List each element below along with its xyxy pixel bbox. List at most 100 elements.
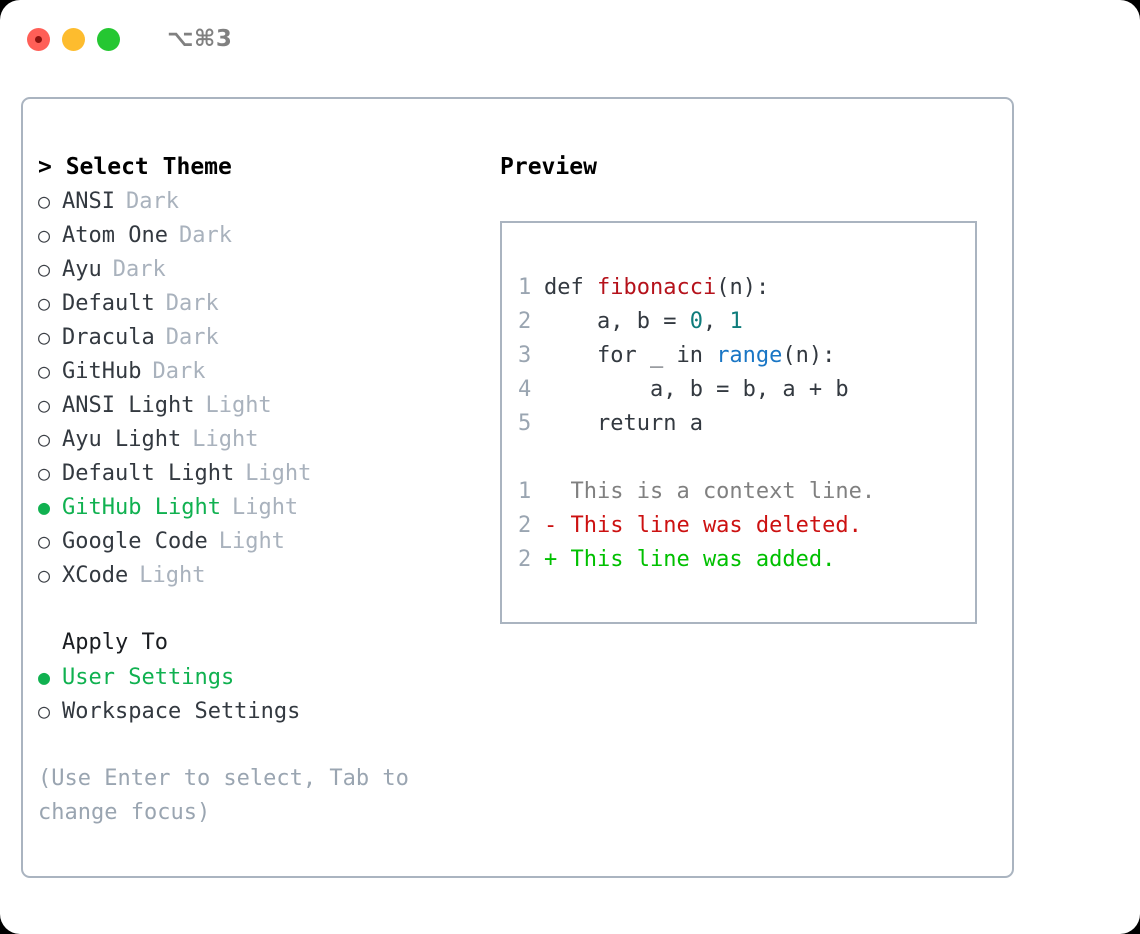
- apply-to-list[interactable]: ● User Settings ○Workspace Settings: [38, 660, 483, 728]
- code-line: 5 return a: [518, 407, 967, 441]
- diff-line-number: 2: [518, 547, 532, 572]
- code-line-text: a, b = b, a + b: [544, 373, 849, 407]
- title-bar: ⌥⌘3: [0, 0, 1140, 78]
- theme-variant-label: Light: [245, 461, 312, 486]
- code-token-plain: (n):: [716, 275, 770, 300]
- code-token-plain: ,: [702, 309, 730, 334]
- code-token-plain: (n):: [782, 343, 836, 368]
- theme-variant-label: Light: [192, 427, 259, 452]
- theme-name: ANSI: [62, 189, 115, 214]
- keyboard-hint-text: (Use Enter to select, Tab to change focu…: [38, 766, 409, 825]
- theme-variant-label: Dark: [178, 223, 232, 248]
- theme-variant-label: Dark: [165, 325, 219, 350]
- code-line: 1 def fibonacci(n):: [518, 271, 967, 305]
- theme-name: Google Code: [62, 529, 208, 554]
- radio-selected-icon: ●: [38, 665, 51, 689]
- code-line-text: return a: [544, 407, 703, 441]
- theme-name: Ayu: [62, 257, 102, 282]
- theme-list-item[interactable]: ● GitHub Light Light: [38, 490, 483, 524]
- list-spacer: [38, 592, 483, 626]
- theme-variant-label: Dark: [125, 189, 179, 214]
- theme-variant-label: Light: [139, 563, 206, 588]
- diff-line: 2 + This line was added.: [518, 543, 967, 577]
- radio-unselected-icon: ○: [38, 393, 51, 417]
- diff-line-text-context: This is a context line.: [544, 479, 876, 504]
- code-token-plain: for _ in: [544, 343, 717, 368]
- theme-name: ANSI Light: [62, 393, 195, 418]
- theme-variant-label: Light: [218, 529, 285, 554]
- diff-line: 1 This is a context line.: [518, 475, 967, 509]
- code-token-plain: a, b = b, a + b: [544, 377, 849, 402]
- code-line-text: def fibonacci(n):: [544, 271, 769, 305]
- theme-name: GitHub Light: [62, 495, 221, 520]
- diff-line-number: 1: [518, 479, 532, 504]
- diff-line-number: 2: [518, 513, 532, 538]
- apply-to-option[interactable]: ● User Settings: [38, 660, 483, 694]
- apply-to-option[interactable]: ○Workspace Settings: [38, 694, 483, 728]
- apply-to-option-label: Workspace Settings: [62, 699, 301, 724]
- traffic-lights: [27, 27, 120, 51]
- code-token-plain: def: [544, 275, 597, 300]
- theme-variant-label: Light: [231, 495, 299, 520]
- code-line-text: a, b = 0, 1: [544, 305, 743, 339]
- theme-name: GitHub: [62, 359, 142, 384]
- theme-name: XCode: [62, 563, 129, 588]
- radio-unselected-icon: ○: [38, 461, 51, 485]
- diff-line-text-del: - This line was deleted.: [544, 513, 862, 538]
- theme-variant-label: Dark: [112, 257, 166, 282]
- code-line-number: 5: [518, 411, 532, 436]
- theme-variant-label: Dark: [165, 291, 219, 316]
- diff-sample: 1 This is a context line. 2 - This line wa…: [518, 475, 967, 577]
- code-line: 3 for _ in range(n):: [518, 339, 967, 373]
- theme-name: Ayu Light: [62, 427, 182, 452]
- code-token-num: 0: [689, 309, 703, 334]
- radio-unselected-icon: ○: [38, 529, 51, 553]
- code-token-num: 1: [729, 309, 743, 334]
- radio-unselected-icon: ○: [38, 223, 51, 247]
- theme-list-item[interactable]: ○ ANSI Dark: [38, 184, 483, 218]
- theme-list-item[interactable]: ○ Ayu Light Light: [38, 422, 483, 456]
- radio-unselected-icon: ○: [38, 563, 51, 587]
- code-line-number: 2: [518, 309, 532, 334]
- apply-to-option-label: User Settings: [62, 665, 235, 690]
- maximize-button[interactable]: [97, 27, 120, 51]
- theme-variant-label: Dark: [152, 359, 206, 384]
- theme-list-item[interactable]: ○ XCode Light: [38, 558, 483, 592]
- radio-unselected-icon: ○: [38, 427, 51, 451]
- code-token-plain: return a: [544, 411, 703, 436]
- keyboard-shortcut-label: ⌥⌘3: [167, 26, 233, 52]
- theme-list-item[interactable]: ○ Default Light Light: [38, 456, 483, 490]
- diff-line-text-add: + This line was added.: [544, 547, 836, 572]
- radio-selected-icon: ●: [38, 495, 51, 519]
- theme-name: Default Light: [62, 461, 235, 486]
- theme-name: Atom One: [62, 223, 168, 248]
- code-blank-line: [518, 441, 967, 475]
- minimize-button[interactable]: [62, 27, 85, 51]
- theme-list-item[interactable]: ○ Atom One Dark: [38, 218, 483, 252]
- preview-heading: Preview: [500, 154, 597, 180]
- diff-line: 2 - This line was deleted.: [518, 509, 967, 543]
- code-token-call: range: [716, 343, 783, 368]
- theme-list-item[interactable]: ○ ANSI Light Light: [38, 388, 483, 422]
- code-line-number: 1: [518, 275, 532, 300]
- code-line: 4 a, b = b, a + b: [518, 373, 967, 407]
- close-button[interactable]: [27, 27, 50, 51]
- theme-variant-label: Light: [205, 393, 272, 418]
- select-theme-heading: > Select Theme: [38, 154, 232, 180]
- theme-list-item[interactable]: ○ Google Code Light: [38, 524, 483, 558]
- apply-to-heading: Apply To: [62, 630, 168, 655]
- code-line-number: 4: [518, 377, 532, 402]
- radio-unselected-icon: ○: [38, 189, 51, 213]
